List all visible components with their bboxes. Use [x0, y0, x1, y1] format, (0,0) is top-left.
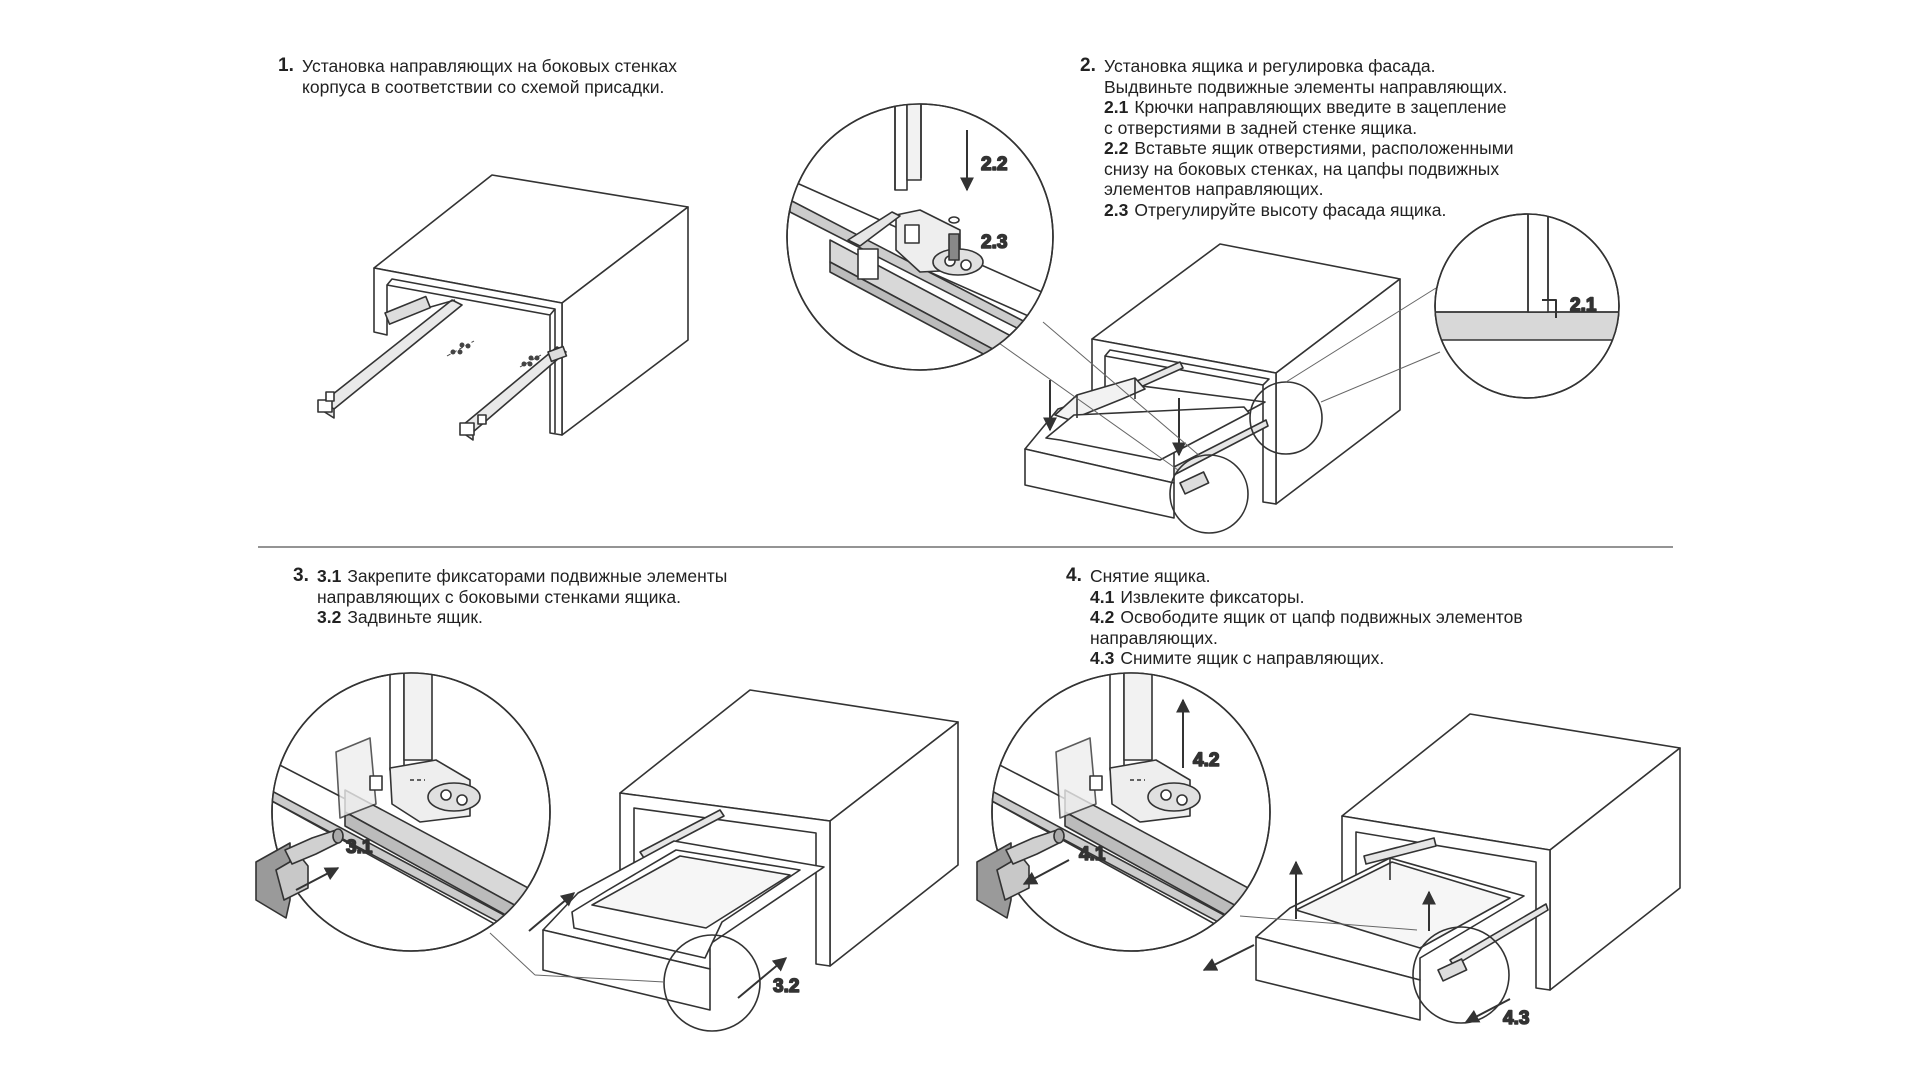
- substep-number: 4.2: [1090, 607, 1115, 627]
- callout-label: 3.2: [773, 976, 799, 997]
- drawer: [542, 840, 825, 1011]
- step-4-illustration: 4.3 4.2: [976, 672, 1681, 1030]
- drawer: [1024, 377, 1266, 519]
- detail-circle-2: [786, 103, 1054, 371]
- step-number: 1.: [278, 55, 294, 76]
- mounting-screws: [450, 342, 540, 367]
- instruction-line: Выдвиньте подвижные элементы направляющи…: [1104, 76, 1508, 97]
- drawer-slide: [639, 809, 725, 859]
- detail-circle-4: [991, 672, 1271, 952]
- instruction-line: Установка ящика и регулировка фасада.: [1104, 56, 1436, 76]
- instruction-line: Снятие ящика.: [1090, 566, 1211, 586]
- callout-label: 2.3: [981, 232, 1007, 253]
- detail-marker-circle: [1169, 454, 1249, 534]
- cabinet: [373, 174, 689, 436]
- substep-number: 3.2: [317, 607, 342, 627]
- cabinet: [1341, 713, 1681, 991]
- callout-label: 2.2: [981, 154, 1007, 175]
- step-number: 4.: [1066, 565, 1082, 586]
- step-3-illustration: 3.2: [255, 672, 959, 1032]
- detail-circle-3: [271, 672, 551, 952]
- substep-number: 3.1: [317, 566, 342, 586]
- callout-label: 4.1: [1079, 844, 1106, 865]
- fixing-clip: [976, 828, 1065, 919]
- substep-number: 4.3: [1090, 648, 1115, 668]
- step-1-illustration: [317, 174, 689, 441]
- instruction-line: корпуса в соответствии со схемой присадк…: [302, 76, 665, 97]
- instruction-line: элементов направляющих.: [1104, 179, 1324, 199]
- instruction-line: снизу на боковых стенках, на цапфы подви…: [1104, 158, 1500, 179]
- substep-number: 2.2: [1104, 138, 1129, 158]
- instruction-line: направляющих с боковыми стенками ящика.: [317, 586, 682, 607]
- step-number: 3.: [293, 565, 309, 586]
- instruction-line: Установка направляющих на боковых стенка…: [302, 56, 677, 76]
- callout-label: 4.2: [1193, 750, 1219, 771]
- callout-label: 4.3: [1503, 1008, 1529, 1029]
- drawer-slide: [317, 295, 463, 419]
- step-2-text: 2. Установка ящика и регулировка фасада.…: [1080, 55, 1514, 220]
- detail-circle-2-1: [1434, 213, 1620, 399]
- instruction-line: с отверстиями в задней стенке ящика.: [1104, 117, 1418, 138]
- callout-label: 3.1: [346, 837, 373, 858]
- substep-number: 4.1: [1090, 586, 1115, 607]
- fixing-clip: [255, 828, 344, 919]
- drawer-slide: [459, 345, 568, 441]
- instruction-line: направляющих.: [1090, 627, 1218, 648]
- step-2-illustration: 2.2 2.3 2.1: [786, 103, 1620, 534]
- step-number: 2.: [1080, 55, 1096, 76]
- substep-number: 2.1: [1104, 97, 1129, 117]
- step-1-text: 1. Установка направляющих на боковых сте…: [278, 55, 677, 97]
- substep-number: 2.3: [1104, 199, 1129, 220]
- callout-label: 2.1: [1570, 295, 1597, 316]
